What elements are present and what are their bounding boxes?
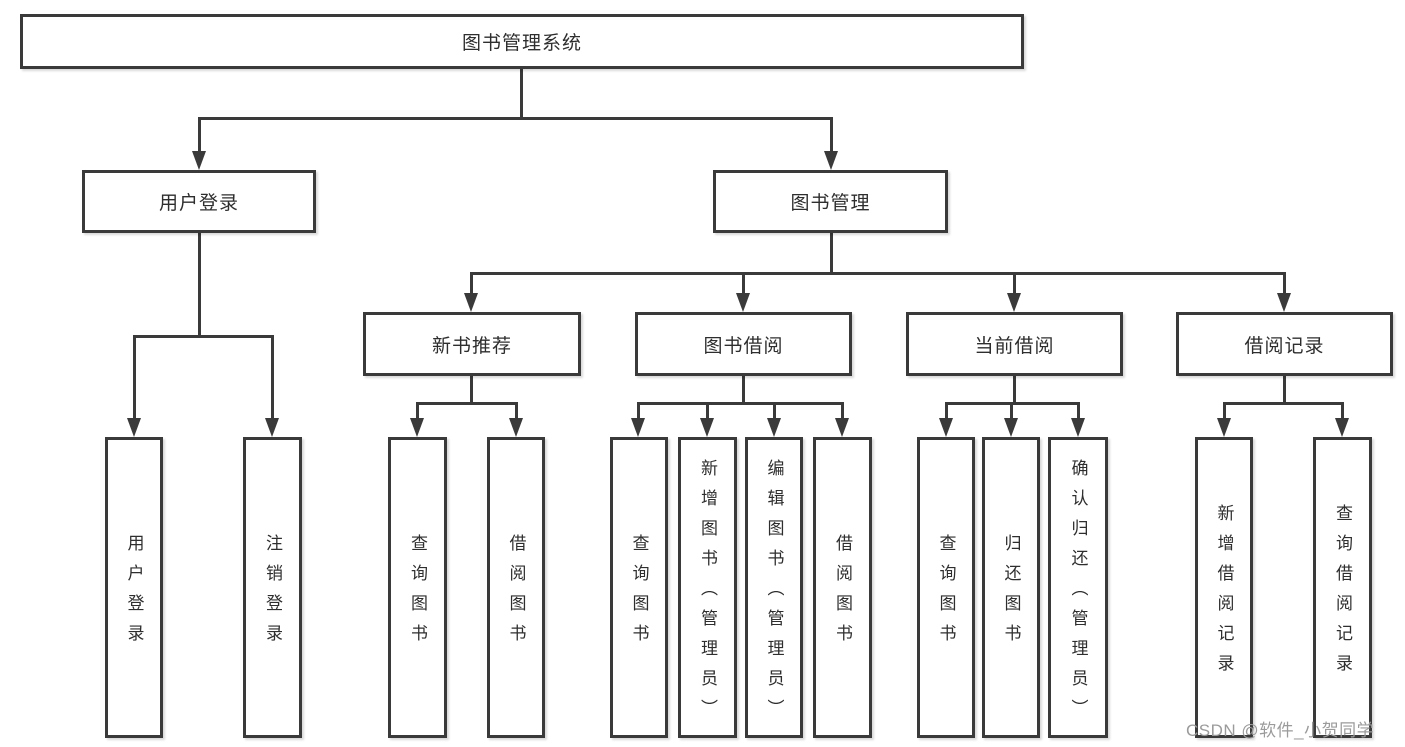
leaf-borrow-books-borrowing: 借阅图书	[813, 437, 872, 738]
connector-level1-hline	[198, 117, 833, 120]
arrow-to-user-login	[192, 151, 206, 170]
connector-user-login-drop-1	[133, 335, 136, 418]
connector-borrowing-drop-4	[841, 402, 844, 418]
leaf-query-borrow-record: 查询借阅记录	[1313, 437, 1372, 738]
leaf-borrow-books-recommend: 借阅图书	[487, 437, 545, 738]
node-borrowing-records: 借阅记录	[1176, 312, 1393, 376]
leaf-query-books-recommend: 查询图书	[388, 437, 447, 738]
connector-level2-hline	[470, 272, 1286, 275]
arrow-to-leaf-query-books-recommend	[410, 418, 424, 437]
csdn-watermark: CSDN @软件_小贺同学	[1186, 721, 1375, 740]
connector-borrowing-drop-2	[706, 402, 709, 418]
leaf-query-books-borrowing: 查询图书	[610, 437, 668, 738]
connector-book-management-stem	[830, 232, 833, 274]
connector-root-stem	[520, 68, 523, 119]
connector-records-drop-2	[1341, 402, 1344, 418]
connector-borrowing-drop-1	[637, 402, 640, 418]
connector-level1-drop-right	[830, 117, 833, 151]
node-root: 图书管理系统	[20, 14, 1024, 69]
arrow-to-book-borrowing	[736, 293, 750, 312]
arrow-to-book-management	[824, 151, 838, 170]
arrow-to-new-book-recommendation	[464, 293, 478, 312]
connector-user-login-stem	[198, 232, 201, 337]
connector-level2-drop-3	[1013, 272, 1016, 293]
arrow-to-borrowing-records	[1277, 293, 1291, 312]
arrow-to-leaf-query-books-current	[939, 418, 953, 437]
arrow-to-leaf-edit-books	[767, 418, 781, 437]
connector-borrowing-stem	[742, 375, 745, 404]
connector-records-hline	[1223, 402, 1344, 405]
connector-current-drop-1	[945, 402, 948, 418]
connector-recommend-stem	[470, 375, 473, 404]
arrow-to-leaf-confirm-return	[1071, 418, 1085, 437]
connector-borrowing-drop-3	[773, 402, 776, 418]
arrow-to-leaf-logout	[265, 418, 279, 437]
arrow-to-leaf-add-books	[700, 418, 714, 437]
leaf-user-login: 用户登录	[105, 437, 163, 738]
connector-recommend-hline	[416, 402, 518, 405]
connector-current-stem	[1013, 375, 1016, 404]
arrow-to-leaf-query-borrow-record	[1335, 418, 1349, 437]
connector-level2-drop-1	[470, 272, 473, 293]
node-book-management: 图书管理	[713, 170, 948, 233]
leaf-return-books: 归还图书	[982, 437, 1040, 738]
leaf-add-books-admin: 新增图书（管理员）	[678, 437, 737, 738]
node-new-book-recommendation: 新书推荐	[363, 312, 581, 376]
connector-records-drop-1	[1223, 402, 1226, 418]
arrow-to-current-borrowing	[1007, 293, 1021, 312]
connector-records-stem	[1283, 375, 1286, 404]
connector-borrowing-hline	[637, 402, 844, 405]
connector-recommend-drop-1	[416, 402, 419, 418]
connector-current-drop-2	[1010, 402, 1013, 418]
leaf-edit-books-admin: 编辑图书（管理员）	[745, 437, 803, 738]
node-book-borrowing: 图书借阅	[635, 312, 852, 376]
node-user-login: 用户登录	[82, 170, 316, 233]
connector-level2-drop-2	[742, 272, 745, 293]
arrow-to-leaf-user-login	[127, 418, 141, 437]
connector-level1-drop-left	[198, 117, 201, 151]
connector-current-drop-3	[1077, 402, 1080, 418]
connector-user-login-hline	[133, 335, 274, 338]
arrow-to-leaf-borrow-books-borrowing	[835, 418, 849, 437]
connector-user-login-drop-2	[271, 335, 274, 418]
arrow-to-leaf-borrow-books-recommend	[509, 418, 523, 437]
node-current-borrowing: 当前借阅	[906, 312, 1123, 376]
connector-level2-drop-4	[1283, 272, 1286, 293]
leaf-query-books-current: 查询图书	[917, 437, 975, 738]
arrow-to-leaf-add-borrow-record	[1217, 418, 1231, 437]
arrow-to-leaf-query-books-borrowing	[631, 418, 645, 437]
leaf-confirm-return-admin: 确认归还（管理员）	[1048, 437, 1108, 738]
arrow-to-leaf-return-books	[1004, 418, 1018, 437]
leaf-add-borrow-record: 新增借阅记录	[1195, 437, 1253, 738]
leaf-logout: 注销登录	[243, 437, 302, 738]
connector-recommend-drop-2	[515, 402, 518, 418]
